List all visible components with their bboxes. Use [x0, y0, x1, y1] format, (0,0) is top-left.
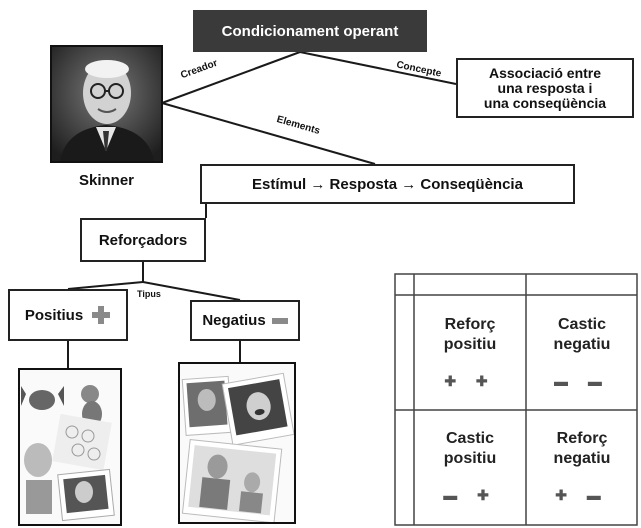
edge-to-negative — [142, 281, 241, 301]
cell-line-1: Castic — [557, 316, 607, 333]
cell-line-2: positiu — [443, 336, 497, 353]
cell-signs: ▬ ▬ — [554, 373, 610, 389]
edge-to-positive — [67, 281, 144, 290]
reinforcers-box: Reforçadors — [80, 218, 206, 262]
negative-photo-collage — [178, 362, 296, 524]
grid-cell-negative-reinforcement: Reforç negatiu ✚ ▬ — [528, 412, 636, 522]
cell-line-1: Reforç — [444, 316, 496, 333]
cell-line-1: Reforç — [556, 430, 608, 447]
edge-concept — [299, 51, 457, 85]
types-label: Tipus — [137, 289, 161, 299]
concept-line-2: una resposta i — [497, 79, 593, 96]
concept-line-1: Associació entre — [488, 64, 602, 81]
collage-illustration — [180, 364, 294, 522]
skinner-portrait — [50, 45, 163, 163]
grid-cell-positive-reinforcement: Reforç positiu ✚ ✚ — [416, 298, 524, 408]
sequence-text: Estímul → Resposta → Conseqüència — [252, 175, 523, 193]
concept-line-3: una conseqüència — [483, 94, 607, 111]
negative-text: Negatius — [202, 312, 266, 329]
cell-signs: ▬ ✚ — [443, 487, 497, 503]
negative-box: Negatius — [190, 300, 300, 341]
edge-creator — [161, 51, 301, 104]
person-name: Skinner — [78, 172, 135, 189]
plus-icon — [92, 306, 111, 324]
edge-elements — [161, 102, 376, 165]
cell-signs: ✚ ▬ — [555, 487, 609, 503]
grid-cell-negative-punishment: Castic negatiu ▬ ▬ — [528, 298, 636, 408]
concept-box: Associació entre una resposta i una cons… — [456, 58, 634, 118]
cell-line-2: positiu — [443, 450, 497, 467]
title-text: Condicionament operant — [221, 22, 399, 40]
cell-signs: ✚ ✚ — [444, 373, 496, 389]
cell-line-2: negatiu — [553, 450, 611, 467]
title-box: Condicionament operant — [193, 10, 427, 52]
positive-box: Positius — [8, 289, 128, 341]
minus-icon — [271, 317, 288, 324]
positive-text: Positius — [24, 306, 84, 324]
positive-photo-collage — [18, 368, 122, 526]
sequence-box: Estímul → Resposta → Conseqüència — [200, 164, 575, 204]
reinforcers-text: Reforçadors — [98, 231, 188, 249]
portrait-illustration — [52, 47, 161, 161]
reinforcement-grid — [394, 273, 638, 526]
cell-line-2: negatiu — [553, 336, 611, 353]
collage-illustration — [20, 370, 120, 524]
grid-cell-positive-punishment: Castic positiu ▬ ✚ — [416, 412, 524, 522]
cell-line-1: Castic — [445, 430, 495, 447]
